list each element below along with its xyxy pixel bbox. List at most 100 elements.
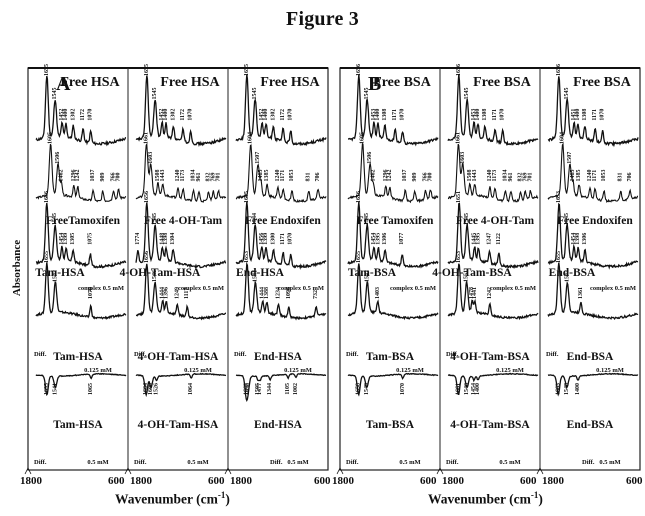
peak-label: 1400 — [475, 109, 481, 121]
peak-label: 1400 — [63, 109, 69, 121]
spectrum-line — [235, 261, 327, 321]
peak-label: 1296 — [383, 169, 389, 181]
diff-label: Diff. — [346, 459, 359, 466]
peak-label: 1774 — [135, 233, 141, 245]
peak-label: 1505 — [255, 383, 261, 395]
spectrum-title: End-HSA — [254, 351, 303, 363]
peak-label: 909 — [100, 172, 106, 181]
peak-label: 1037 — [402, 169, 408, 181]
spectrum-title: 4-OH-Tam-HSA — [138, 419, 219, 431]
x-tick-mark — [224, 467, 232, 475]
spectrum-title: Free 4-OH-Tam — [144, 215, 223, 227]
peak-label: 1395 — [375, 233, 381, 245]
peak-label: 1053 — [289, 169, 295, 181]
peak-label: 1172 — [180, 109, 186, 121]
peak-label: 1452 — [259, 109, 265, 121]
spectrum-title: FreeTamoxifen — [46, 215, 121, 227]
diff-label: Diff. — [446, 459, 459, 466]
peak-label: 1242 — [487, 287, 493, 299]
peak-label: 1306 — [582, 233, 588, 245]
spectrum-line — [547, 76, 639, 148]
peak-label: 1638 — [245, 383, 251, 395]
peak-label: 769 — [522, 172, 528, 181]
concentration-label: 0.125 mM — [84, 367, 112, 374]
spectrum-title: End-HSA — [254, 419, 303, 431]
peak-label: 1465 — [570, 169, 576, 181]
concentration-label: 0.125 mM — [496, 367, 524, 374]
spectrum-line — [547, 202, 639, 270]
spectrum-line — [447, 372, 539, 395]
peak-label: 832 — [518, 172, 524, 181]
peak-label: 1546 — [464, 383, 470, 395]
peak-label: 1070 — [400, 383, 406, 395]
spectrum-title: 4-OH-Tam-BSA — [450, 351, 530, 363]
x-tick-label: 600 — [626, 475, 643, 487]
spectrum-title: Tam-HSA — [53, 419, 103, 431]
x-tick-label: 1800 — [230, 475, 253, 487]
figure-title: Figure 3 — [286, 8, 359, 30]
peak-label: 1034 — [190, 169, 196, 181]
peak-label: 1399 — [63, 233, 69, 245]
peak-label: 831 — [306, 172, 312, 181]
spectrum-title: Free Endoxifen — [245, 215, 321, 227]
peak-label: 769 — [210, 172, 216, 181]
peak-label: 1171 — [592, 109, 598, 121]
peak-label: 1171 — [280, 233, 286, 245]
x-tick-label: 600 — [208, 475, 225, 487]
peak-label: 1655 — [556, 251, 562, 263]
peak-label: 1344 — [267, 383, 273, 395]
x-tick-label: 600 — [420, 475, 437, 487]
peak-label: 1454 — [471, 383, 477, 395]
peak-label: 1655 — [244, 64, 250, 76]
panel-label: A — [56, 73, 71, 95]
x-axis-label-sup: -1 — [530, 490, 539, 500]
peak-label: 1462 — [58, 169, 64, 181]
peak-label: 1064 — [188, 383, 194, 395]
spectrum-title: Free HSA — [60, 75, 120, 90]
peak-label: 1605 — [360, 132, 366, 144]
peak-label: 1247 — [486, 233, 492, 245]
peak-label: 1454 — [371, 233, 377, 245]
spectrum-title: Free HSA — [160, 75, 220, 90]
peak-label: 1454 — [59, 233, 65, 245]
peak-label: 1656 — [456, 64, 462, 76]
peak-label: 1002 — [293, 383, 299, 395]
spectrum-title: Free BSA — [573, 75, 632, 90]
spectrum-title: End-BSA — [549, 267, 596, 279]
peak-label: 1242 — [75, 169, 81, 181]
spectrum-line — [135, 263, 226, 321]
peak-label: 701 — [527, 172, 533, 181]
peak-label: 1070 — [600, 109, 606, 121]
spectrum-title: End-BSA — [567, 419, 614, 431]
peak-label: 1545 — [364, 213, 370, 225]
peak-label: 766 — [111, 172, 117, 181]
spectrum-line — [347, 263, 439, 321]
peak-label: 1653 — [556, 191, 562, 203]
spectrum-line — [35, 75, 126, 147]
peak-label: 1070 — [188, 109, 194, 121]
spectrum-title: 4-OH-Tam-BSA — [432, 267, 512, 279]
peak-label: 1651 — [456, 191, 462, 203]
peak-label: 1451 — [571, 109, 577, 121]
peak-label: 1600 — [148, 383, 154, 395]
peak-label: 1653 — [456, 251, 462, 263]
spectrum-line — [135, 202, 227, 269]
spectrum-line — [35, 262, 127, 320]
concentration-label: 0.5 mM — [187, 459, 208, 466]
peak-label: 1308 — [482, 109, 488, 121]
diff-label: Diff. — [582, 459, 595, 466]
peak-label: 1508 — [155, 169, 161, 181]
peak-label: 1507 — [567, 152, 573, 164]
peak-label: 1453 — [471, 109, 477, 121]
peak-label: 1456 — [259, 233, 265, 245]
peak-label: 1551 — [464, 270, 470, 282]
peak-label: 1240 — [175, 169, 181, 181]
peak-label: 1545 — [364, 88, 370, 100]
peak-label: 1361 — [578, 287, 584, 299]
peak-label: 1605 — [48, 132, 54, 144]
peak-label: 1465 — [258, 169, 264, 181]
peak-label: 1462 — [370, 169, 376, 181]
peak-label: 1070 — [88, 287, 94, 299]
peak-label: 1656 — [44, 191, 50, 203]
